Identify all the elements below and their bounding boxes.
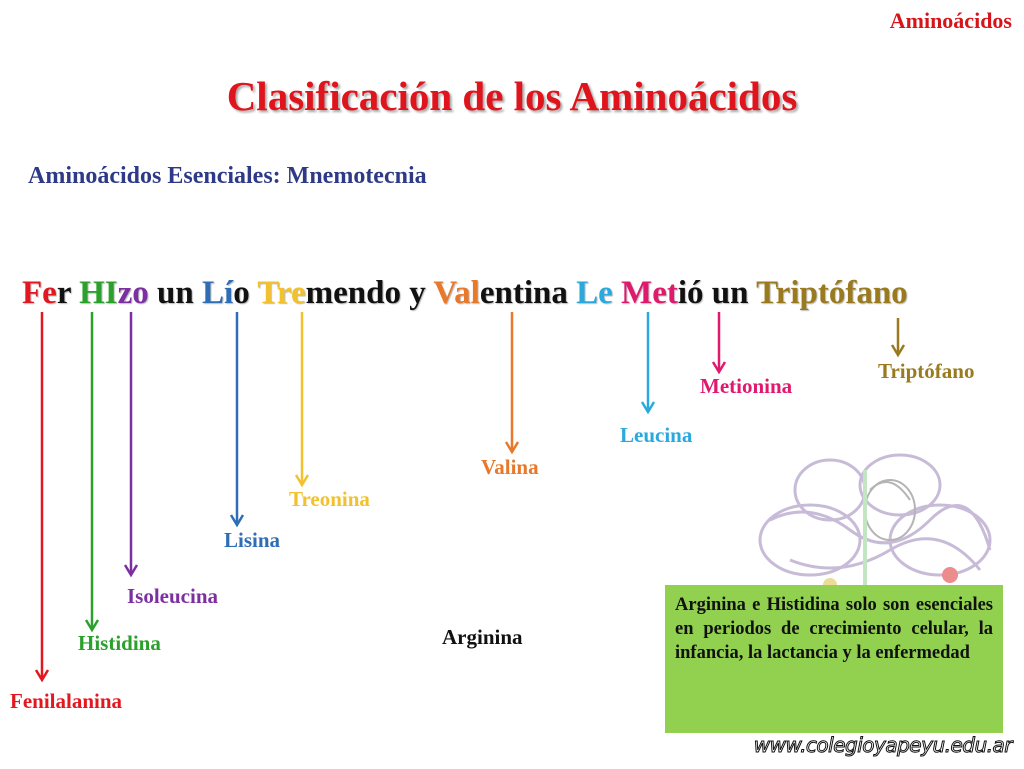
mnemonic-segment: Tre: [257, 275, 306, 311]
label-lisina: Lisina: [224, 528, 281, 552]
label-treonina: Treonina: [289, 487, 370, 511]
arrow-leucina: [640, 312, 656, 415]
label-fenilalanina: Fenilalanina: [10, 689, 123, 713]
mnemonic-segment: Le: [576, 275, 613, 311]
label-valina: Valina: [481, 455, 539, 479]
arrow-lisina: [229, 312, 245, 528]
slide-title: Clasificación de los Aminoácidos: [226, 73, 798, 119]
protein-structure-image: [758, 453, 992, 600]
mnemonic-segment: Fe: [22, 275, 57, 311]
mnemonic-segment: entina: [479, 275, 577, 311]
slide-subtitle: Aminoácidos Esenciales: Mnemotecnia: [28, 163, 427, 189]
label-triptofano: Triptófano: [878, 359, 975, 383]
arrow-metionina: [711, 312, 727, 375]
mnemonic-segment: mendo y: [305, 275, 434, 311]
mnemonic-segment: un: [148, 275, 203, 311]
mnemonic-segment: Met: [621, 275, 678, 311]
mnemonic-phrase: Fer HIzo un Lío Tremendo y Valentina Le …: [22, 275, 908, 312]
arrow-isoleucina: [123, 312, 139, 578]
arrow-histidina: [84, 312, 100, 633]
mnemonic-segment: Lí: [202, 275, 234, 311]
note-box: Arginina e Histidina solo son esenciales…: [665, 585, 1003, 733]
corner-label: Aminoácidos: [889, 8, 1012, 33]
mnemonic-segment: o: [233, 275, 258, 311]
mnemonic-segment: r: [56, 275, 80, 311]
arrow-treonina: [294, 312, 310, 488]
watermark-url: www.colegioyapeyu.edu.ar: [753, 733, 1013, 758]
mnemonic-segment: ió un: [677, 275, 757, 311]
mnemonic-segment: Val: [433, 275, 480, 311]
arrow-triptofano: [890, 318, 906, 358]
label-metionina: Metionina: [700, 374, 793, 398]
label-leucina: Leucina: [620, 423, 693, 447]
mnemonic-segment: Triptófano: [756, 275, 908, 311]
label-histidina: Histidina: [78, 631, 161, 655]
arrow-fenilalanina: [34, 312, 50, 683]
label-isoleucina: Isoleucina: [127, 584, 219, 608]
label-arginina: Arginina: [442, 625, 523, 649]
arrow-valina: [504, 312, 520, 455]
mnemonic-segment: zo: [117, 275, 149, 311]
mnemonic-segment: HI: [79, 275, 118, 311]
